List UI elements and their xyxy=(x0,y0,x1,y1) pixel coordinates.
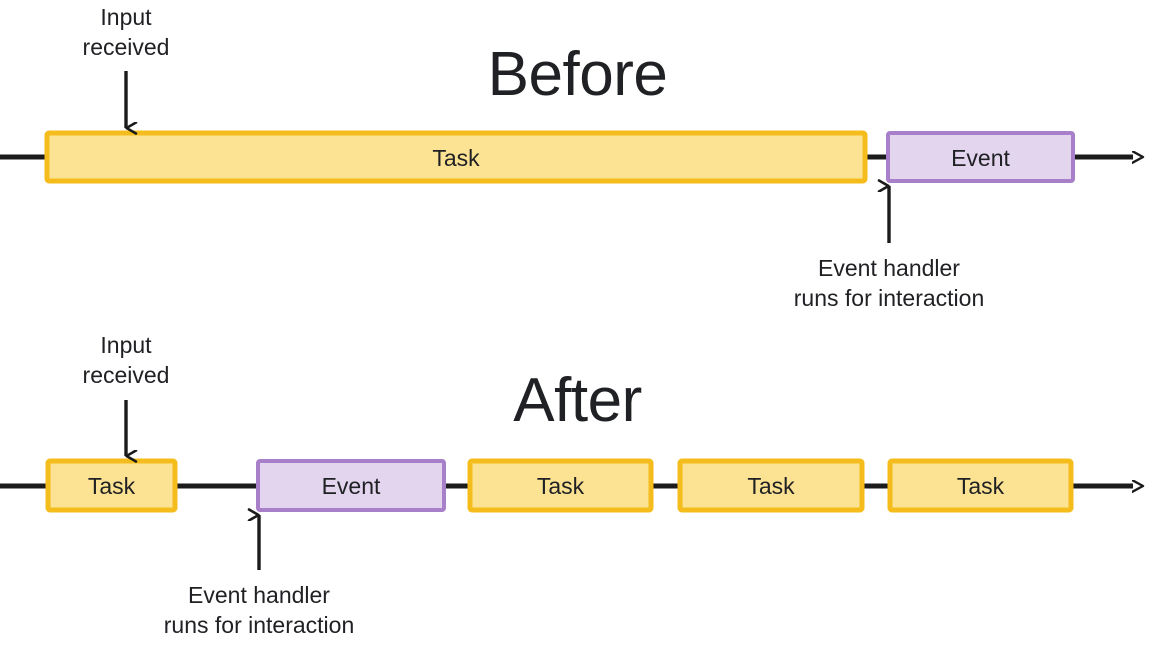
section-title-after: After xyxy=(513,366,642,435)
after-task-label-4: Task xyxy=(956,473,1005,499)
before-task-block xyxy=(44,130,868,184)
after-task-block-3 xyxy=(677,458,865,513)
before-event-block xyxy=(886,131,1075,183)
after-task-block-4 xyxy=(887,458,1074,513)
before-input-annotation: Input received xyxy=(82,4,170,60)
after-task-label-3: Task xyxy=(747,473,795,499)
after-event-block xyxy=(256,459,446,512)
after-task-block-2 xyxy=(467,458,654,513)
after-task-block-1 xyxy=(45,458,178,513)
before-event-label: Event xyxy=(951,145,1010,171)
section-title-before: Before xyxy=(487,40,668,109)
before-handler-annotation: Event handler runs for interaction xyxy=(793,255,985,311)
after-event-label: Event xyxy=(321,473,381,499)
before-timeline xyxy=(0,71,1133,243)
after-handler-annotation: Event handler runs for interaction xyxy=(163,582,355,638)
after-task-label-1: Task xyxy=(87,473,136,499)
after-timeline xyxy=(0,400,1133,570)
after-input-annotation: Input received xyxy=(82,332,170,388)
after-task-label-2: Task xyxy=(536,473,585,499)
before-task-label: Task xyxy=(432,145,480,171)
